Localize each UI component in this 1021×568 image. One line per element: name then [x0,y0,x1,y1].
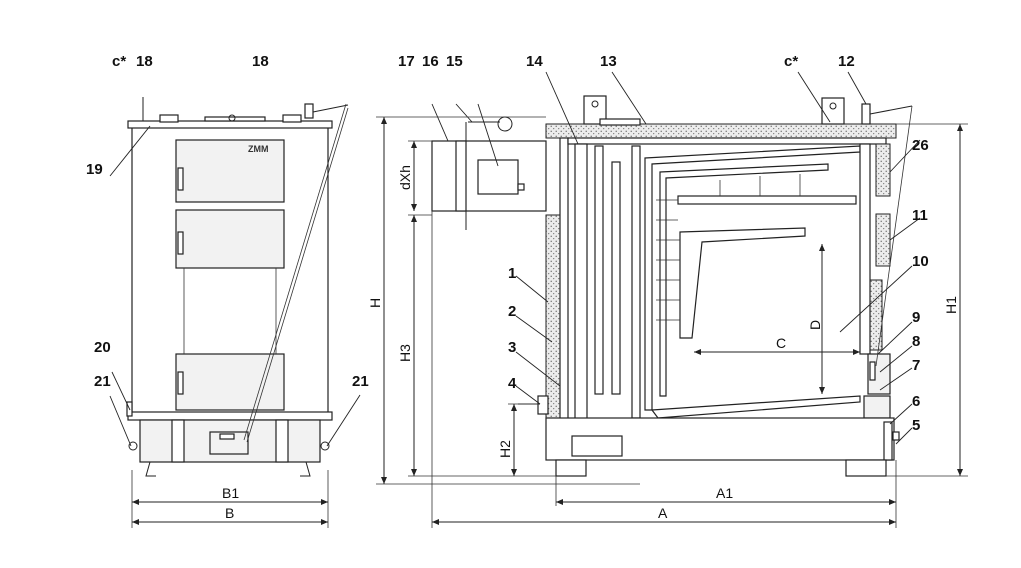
dim-label-h3: H3 [397,344,413,362]
side-section-view [431,95,913,477]
label-3: 3 [508,339,516,356]
heat-exchanger-shell [644,145,861,411]
regulator-chain [243,103,347,441]
label-11: 11 [912,207,928,224]
refractory-lining [656,174,801,321]
side-dimensions [376,116,968,528]
ash-drawer [139,419,321,463]
label-13: 13 [600,53,617,70]
ash-door-6 [863,395,891,419]
label-10: 10 [912,253,929,270]
label-21-right: 21 [352,373,369,390]
label-c-left: c* [112,53,126,70]
sensor-4 [537,395,549,415]
label-c-right: c* [784,53,798,70]
label-20: 20 [94,339,111,356]
dim-label-h2: H2 [497,440,513,458]
label-21-left: 21 [94,373,111,390]
front-base-plate [127,411,333,421]
label-14: 14 [526,53,543,70]
dim-label-a1: A1 [716,485,733,501]
label-2: 2 [508,303,516,320]
label-7: 7 [912,357,920,374]
front-wall-2 [559,137,569,429]
tube-column-a [594,145,604,395]
foot-left [145,461,156,477]
foot-front [555,459,587,477]
wheel-21-right [320,441,330,451]
logo-mark: ZMM [248,144,269,154]
label-18-left: 18 [136,53,153,70]
front-view: ZMM [126,97,349,477]
lifting-lug-c [821,97,845,125]
tube-column-c [631,145,641,419]
dim-label-d: D [807,320,823,330]
front-dimensions [131,470,329,528]
damper-weight-icon [497,116,513,132]
label-16: 16 [422,53,439,70]
top-outlet-13 [599,118,641,126]
tube-column-b [611,161,621,395]
rear-door-5 [883,421,893,461]
side-leaders [431,71,921,445]
label-15: 15 [446,53,463,70]
combustion-baffle [679,227,806,339]
dim-label-dxh: dXh [397,165,413,190]
foot-rear [845,459,887,477]
ash-drawer-hinge [171,419,185,463]
label-6: 6 [912,393,920,410]
flue-channel-14 [574,143,588,425]
label-17: 17 [398,53,415,70]
front-insulation-1 [545,214,561,421]
label-1: 1 [508,265,516,282]
foot-right [300,461,311,477]
inner-baffle [659,163,829,397]
cleanout-opening [571,435,623,457]
dim-label-h1: H1 [943,296,959,314]
upper-door [175,139,285,203]
dim-label-a: A [658,505,668,521]
label-19: 19 [86,161,103,178]
label-26: 26 [912,137,929,154]
dim-label-c: C [776,335,786,351]
fitting-18-right [282,114,302,123]
rear-insulation-26 [875,143,891,197]
middle-door [175,209,285,269]
top-insulation [545,123,897,139]
wheel-21-left [128,441,138,451]
label-4: 4 [508,375,517,392]
horizontal-baffle-upper [677,195,857,205]
dim-label-h: H [367,298,383,308]
front-leaders [109,125,361,447]
grate [650,395,861,419]
dim-label-b: B [225,505,234,521]
fitting-18-left [159,114,179,123]
rear-insulation-11 [875,213,891,267]
lower-door [175,353,285,411]
rear-water-wall [859,143,871,355]
lifting-lug-left [583,95,607,125]
top-water-jacket [567,137,887,145]
door-handle-icon [177,371,184,395]
safety-valve-12 [861,103,871,125]
door-handle-icon [177,231,184,255]
safety-valve-front [304,103,314,119]
label-9: 9 [912,309,920,326]
door-handle-icon [177,167,184,191]
label-5: 5 [912,417,920,434]
rear-chain [875,105,913,367]
dimension-labels: B1 B A1 A C D H H3 dXh H2 H1 [222,165,959,521]
dim-label-b1: B1 [222,485,239,501]
part-number-labels: c* 18 18 19 20 21 21 17 16 15 14 13 c* 1… [86,53,929,434]
ash-drawer-hinge [275,419,289,463]
label-12: 12 [838,53,855,70]
label-18-right: 18 [252,53,269,70]
label-8: 8 [912,333,920,350]
